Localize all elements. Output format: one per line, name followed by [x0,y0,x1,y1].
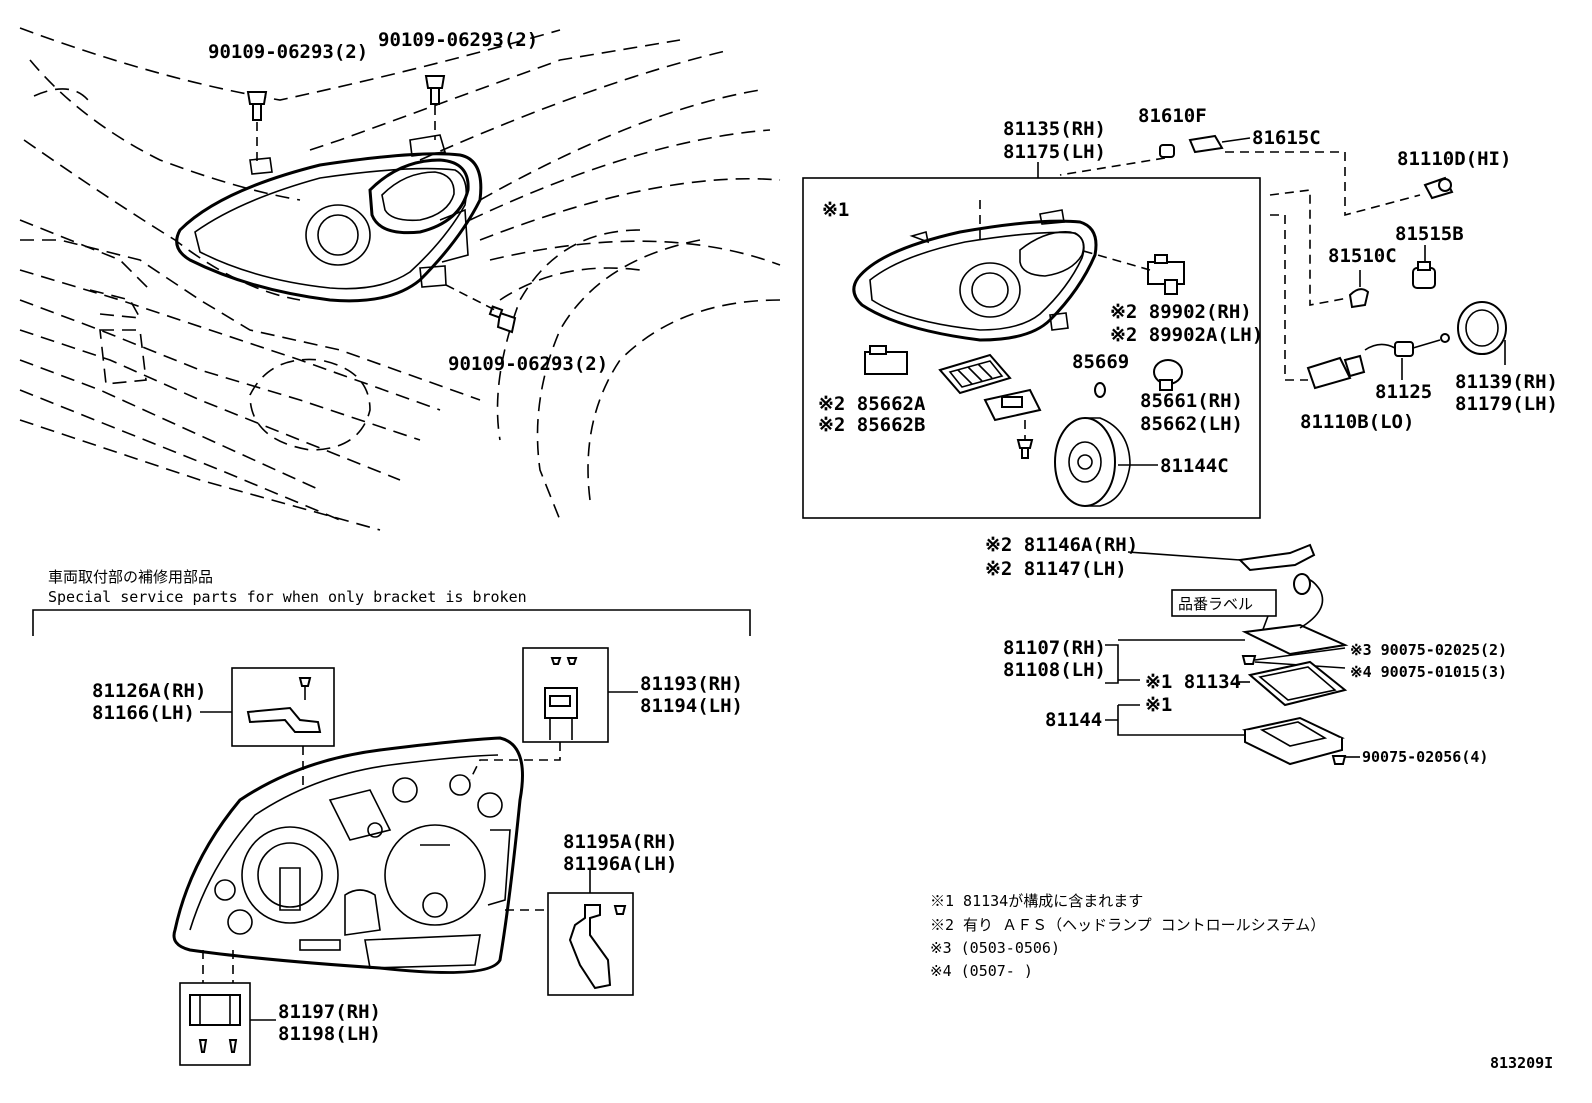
bulb-81110d-icon [1423,176,1454,200]
box-81193 [522,647,609,743]
label-81510c: 81510C [1328,245,1397,267]
label-81110b: 81110B(LO) [1300,411,1414,433]
label-81110d: 81110D(HI) [1397,148,1511,170]
label-81147: ※2 81147(LH) [985,558,1127,580]
label-tag-text: 品番ラベル [1178,595,1253,613]
label-90075-01015: ※4 90075-01015(3) [1350,663,1507,681]
label-81615c: 81615C [1252,127,1321,149]
actuator-89902-icon [1147,254,1185,295]
mark-x1-81144: ※1 [1145,694,1172,716]
installed-headlamp [175,134,483,303]
label-81194: 81194(LH) [640,695,743,717]
label-81166: 81166(LH) [92,702,195,724]
mark-x1-box: ※1 [822,199,849,221]
label-85661: 85661(RH) [1140,390,1243,412]
label-81144: 81144 [1045,709,1102,731]
footnote-2: ※2 有り ＡＦＳ（ヘッドランプ コントロールシステム） [930,916,1325,934]
label-bolt-top-left: 90109-06293(2) [208,41,368,63]
label-81107: 81107(RH) [1003,637,1106,659]
car-body-outline [19,27,781,531]
bracket-81197-icon [189,994,241,1053]
motor-85661-icon [1153,359,1183,391]
bulb-81615c-icon [1188,134,1224,154]
label-81139: 81139(RH) [1455,371,1558,393]
label-81610f: 81610F [1138,105,1207,127]
label-81135: 81135(RH) [1003,118,1106,140]
bracket-81146a-icon [1237,543,1316,572]
bolt-top-mid-icon [424,75,446,105]
label-81193: 81193(RH) [640,673,743,695]
label-81195a: 81195A(RH) [563,831,677,853]
label-tag-box [1171,589,1277,617]
label-81197: 81197(RH) [278,1001,381,1023]
ballast-cover-icon [938,353,1012,395]
section-title-ja: 車両取付部の補修用部品 [48,568,213,586]
case-81144-icon [1241,716,1345,766]
box-81126a [231,667,335,747]
screw-box-icon [1016,439,1034,459]
module-85662a-icon [864,345,908,375]
label-90075-02056: 90075-02056(4) [1362,748,1488,766]
bracket-81193-icon [544,657,578,740]
label-85662b: ※2 85662B [818,414,925,436]
label-85662: 85662(LH) [1140,413,1243,435]
label-81179: 81179(LH) [1455,393,1558,415]
section-title-en: Special service parts for when only brac… [48,588,527,606]
label-bolt-right: 90109-06293(2) [448,353,608,375]
oring-85669-icon [1094,382,1106,398]
label-81108: 81108(LH) [1003,659,1106,681]
bulb-81510c-icon [1348,288,1370,309]
label-81515b: 81515B [1395,223,1464,245]
label-81125: 81125 [1375,381,1432,403]
box-81197 [179,982,251,1066]
screw-90075-02025-icon [1241,655,1257,665]
assembly-box [802,177,1261,519]
footnote-3: ※3 (0503-0506) [930,939,1060,957]
cover-81144c-icon [1054,417,1131,507]
label-81146a: ※2 81146A(RH) [985,534,1138,556]
lamp-rear-view [172,736,524,974]
label-81175: 81175(LH) [1003,141,1106,163]
label-90075-02025: ※3 90075-02025(2) [1350,641,1507,659]
footnote-1: ※1 81134が構成に含まれます [930,892,1143,910]
label-81198: 81198(LH) [278,1023,381,1045]
ballast-base-icon [983,388,1042,422]
bolt-right-icon [488,305,517,334]
label-89902: ※2 89902(RH) [1110,301,1252,323]
headlamp-assembly [852,209,1098,342]
label-81134: ※1 81134 [1145,671,1241,693]
cap-81610f-icon [1159,144,1175,158]
figure-id: 813209I [1490,1054,1553,1072]
label-85669: 85669 [1072,351,1129,373]
label-bolt-top-mid: 90109-06293(2) [378,29,538,51]
bracket-81195a-icon [568,904,627,990]
ballast-81107-icon [1241,573,1349,656]
gasket-81134-icon [1247,660,1348,707]
cap-81139-icon [1457,301,1507,365]
socket-81125-icon [1364,333,1450,357]
bracket-81126a-icon [246,677,322,733]
label-81144c: 81144C [1160,455,1229,477]
bolt-top-left-icon [246,91,268,121]
label-81196a: 81196A(LH) [563,853,677,875]
label-85662a: ※2 85662A [818,393,926,415]
section-bracket [32,609,751,636]
footnote-4: ※4 (0507- ) [930,962,1033,980]
label-81126a: 81126A(RH) [92,680,206,702]
socket-81515b-icon [1412,261,1436,289]
bulb-81110b-icon [1306,354,1366,390]
screw-90075-02056-icon [1331,755,1347,765]
label-89902a: ※2 89902A(LH) [1110,324,1263,346]
